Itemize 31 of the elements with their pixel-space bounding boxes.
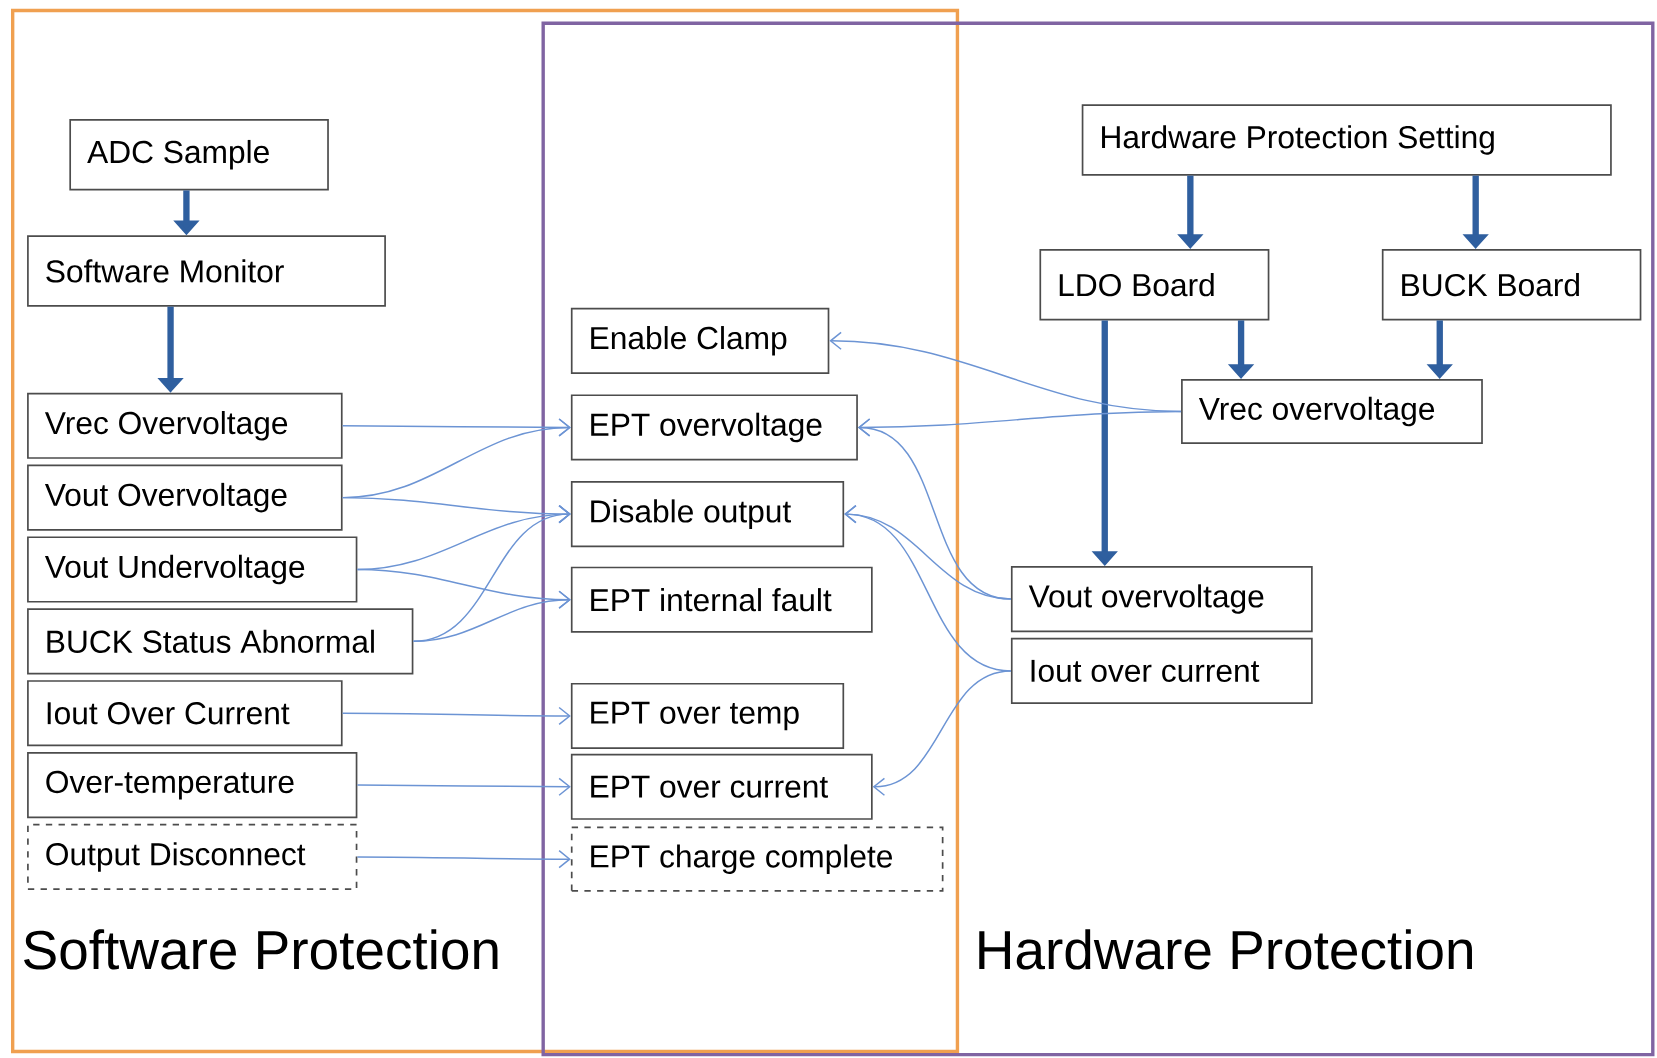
process-box: Vrec Overvoltage [27, 392, 343, 459]
region-frame [541, 21, 1655, 1057]
process-box: Vrec overvoltage [1181, 379, 1483, 445]
process-box: Iout Over Current [27, 680, 343, 747]
process-box: EPT internal fault [570, 566, 873, 633]
process-box: Output Disconnect [27, 823, 358, 891]
process-box: EPT over temp [570, 683, 845, 750]
process-box: EPT over current [570, 753, 873, 820]
process-box: Over-temperature [27, 752, 358, 819]
process-box: Hardware Protection Setting [1081, 104, 1612, 176]
arrow [872, 670, 1012, 797]
process-box: BUCK Status Abnormal [27, 608, 414, 675]
arrow [356, 777, 571, 797]
process-box: Enable Clamp [570, 307, 830, 374]
arrow [341, 706, 571, 726]
process-box: BUCK Board [1381, 249, 1642, 321]
process-box: Vout Overvoltage [27, 464, 343, 531]
process-box: Iout over current [1010, 637, 1313, 705]
arrow [412, 590, 571, 643]
region-heading: Software Protection [24, 929, 498, 970]
process-box: Vout Undervoltage [27, 536, 358, 603]
process-box: ADC Sample [69, 119, 329, 191]
process-box: EPT charge complete [570, 826, 944, 892]
process-box: LDO Board [1039, 249, 1270, 321]
process-box: Disable output [570, 481, 845, 548]
process-box: Vout overvoltage [1010, 566, 1313, 633]
process-box: Software Monitor [27, 235, 386, 307]
region-heading: Hardware Protection [979, 929, 1472, 970]
region-frame [11, 8, 960, 1054]
process-box: EPT overvoltage [570, 394, 858, 461]
arrow [356, 850, 571, 869]
